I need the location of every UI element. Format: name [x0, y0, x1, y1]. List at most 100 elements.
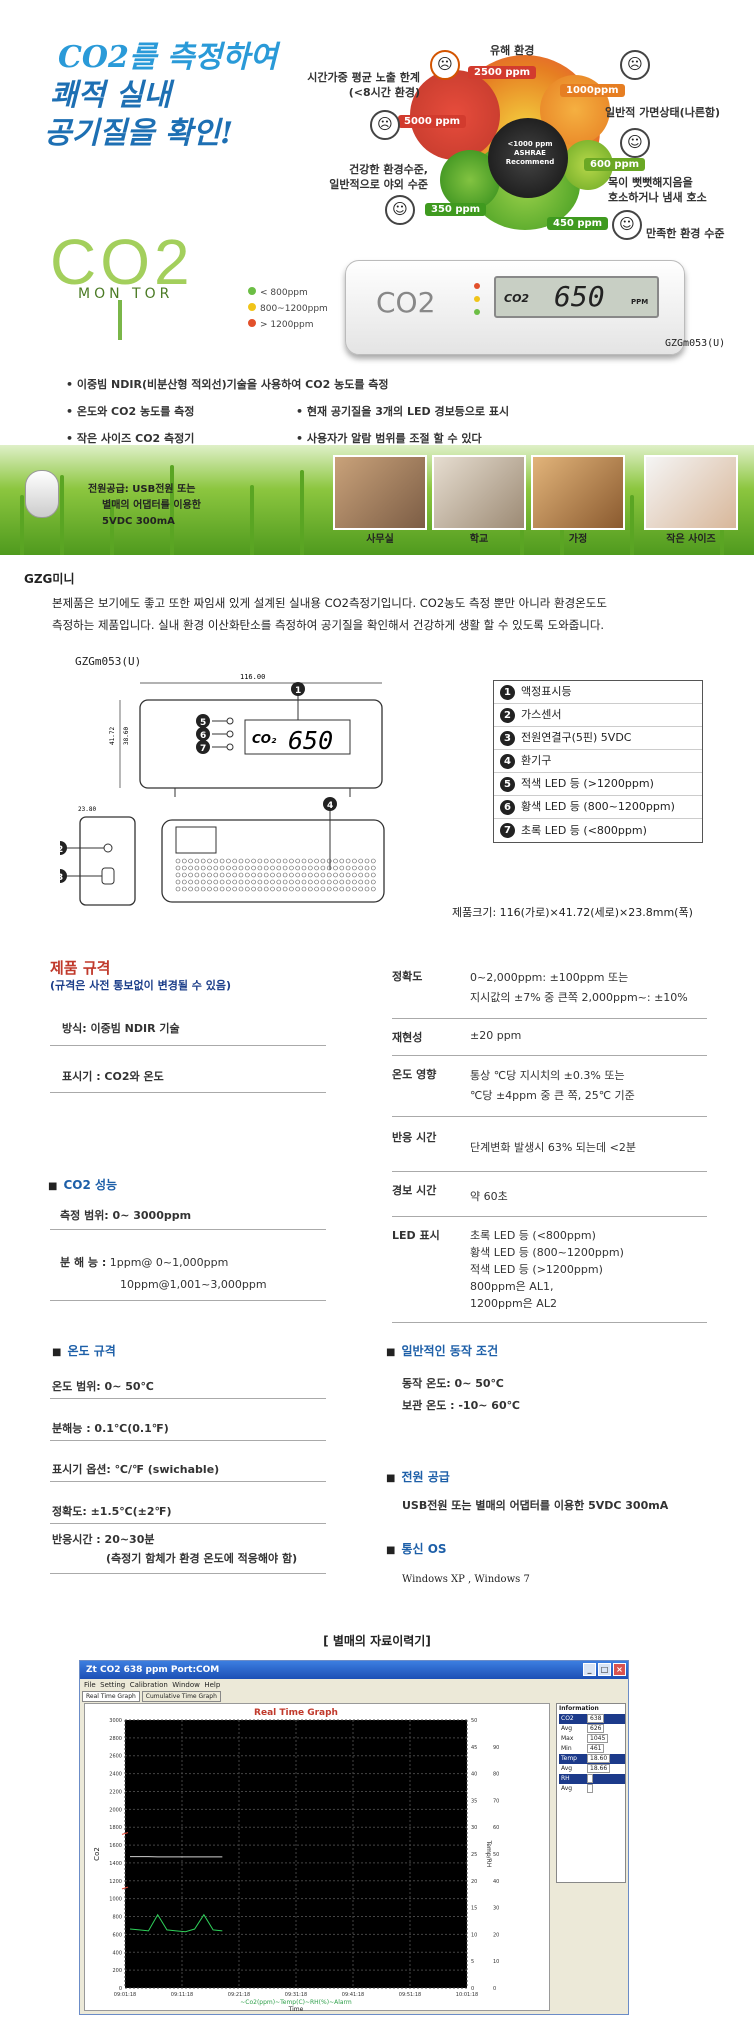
- svg-text:3: 3: [60, 873, 63, 883]
- vent-hole: [213, 886, 219, 892]
- maximize-button[interactable]: □: [598, 1663, 611, 1676]
- power-line-3: 5VDC 300mA: [102, 516, 175, 527]
- vent-hole: [270, 858, 275, 864]
- vent-hole: [320, 858, 326, 864]
- feature-alarm: • 사용자가 알람 범위를 조절 할 수 있다: [296, 432, 482, 445]
- annotation-healthy: 건강한 환경수준, 일반적으로 야외 수준: [329, 163, 428, 191]
- vent-hole: [333, 879, 338, 885]
- y-tick-label: 2400: [109, 1772, 122, 1778]
- menu-window[interactable]: Window: [172, 1681, 200, 1689]
- y2-tick-label: 50: [471, 1718, 477, 1724]
- vent-hole: [213, 879, 219, 885]
- x-tick-label: 10:01:18: [456, 1992, 478, 1998]
- vent-hole: [289, 879, 294, 885]
- menu-calibration[interactable]: Calibration: [129, 1681, 168, 1689]
- os-text: Windows XP , Windows 7: [402, 1574, 530, 1585]
- tab-real-time-graph[interactable]: Real Time Graph: [82, 1691, 140, 1702]
- happy-face-icon: ☺: [385, 195, 415, 225]
- temp-spec-title: 온도 규격: [52, 1342, 115, 1359]
- vent-hole: [245, 858, 250, 864]
- headline-line-3: 공기질을 확인!: [44, 116, 234, 151]
- vent-hole: [339, 886, 345, 892]
- vent-hole: [263, 879, 269, 885]
- vent-hole: [182, 858, 187, 864]
- menu-help[interactable]: Help: [204, 1681, 221, 1689]
- power-supply-title: 전원 공급: [386, 1468, 449, 1485]
- vent-hole: [364, 872, 370, 878]
- vent-hole: [226, 886, 231, 892]
- device-logo: CO2: [376, 286, 436, 319]
- y-tick-label: 600: [112, 1932, 122, 1938]
- photo-office: [333, 455, 427, 530]
- vent-hole: [194, 865, 200, 871]
- vent-hole: [238, 858, 244, 864]
- vent-hole: [289, 865, 294, 871]
- vent-hole: [219, 879, 225, 885]
- photo-caption-small: 작은 사이즈: [666, 534, 716, 545]
- spec-row-alarm: 경보 시간 약 60초: [392, 1172, 707, 1217]
- temp-resolution: 분해능 : 0.1℃(0.1℉): [52, 1422, 169, 1435]
- menu-setting[interactable]: Setting: [100, 1681, 126, 1689]
- vent-hole: [232, 886, 237, 892]
- vent-hole: [175, 865, 181, 871]
- vent-hole: [251, 886, 256, 892]
- vent-hole: [207, 879, 212, 885]
- y3-tick-label: 90: [493, 1745, 499, 1751]
- vent-hole: [263, 872, 269, 878]
- minimize-button[interactable]: _: [583, 1663, 596, 1676]
- vent-hole: [175, 879, 181, 885]
- device-led-green: [474, 309, 480, 315]
- resolution-2: 10ppm@1,001~3,000ppm: [120, 1278, 267, 1291]
- annotation-twa: 시간가중 평균 노출 한계 (<8시간 환경): [307, 71, 420, 99]
- vent-hole: [314, 886, 319, 892]
- product-size: 제품크기: 116(가로)×41.72(세로)×23.8mm(폭): [452, 906, 693, 919]
- vent-hole: [175, 858, 181, 864]
- feature-temp-co2: • 온도와 CO2 농도를 측정: [66, 405, 195, 418]
- vent-hole: [276, 879, 282, 885]
- y2-tick-label: 10: [471, 1932, 477, 1938]
- alarm-marker: [121, 1832, 129, 1835]
- y2-tick-label: 15: [471, 1906, 477, 1912]
- led-legend-yellow: 800~1200ppm: [248, 301, 328, 317]
- vent-hole: [270, 872, 275, 878]
- vent-hole: [339, 872, 345, 878]
- close-button[interactable]: ×: [613, 1663, 626, 1676]
- led-legend-green: < 800ppm: [248, 285, 328, 301]
- vent-hole: [295, 858, 300, 864]
- vent-hole: [345, 872, 351, 878]
- y2-tick-label: 45: [471, 1745, 477, 1751]
- tab-cumulative-graph[interactable]: Cumulative Time Graph: [141, 1691, 221, 1702]
- vent-hole: [257, 865, 263, 871]
- resolution-label: 분 해 능 :: [60, 1256, 107, 1269]
- vent-hole: [219, 865, 225, 871]
- device-lcd: CO2 650 PPM: [494, 276, 659, 318]
- vent-hole: [245, 865, 250, 871]
- led-legend-red: > 1200ppm: [248, 317, 328, 333]
- vent-hole: [232, 879, 237, 885]
- vent-hole: [301, 858, 307, 864]
- lcd-prefix: CO2: [504, 292, 530, 305]
- co2-resolution: 분 해 능 : 1ppm@ 0~1,000ppm 10ppm@1,001~3,0…: [60, 1252, 267, 1296]
- y2-tick-label: 35: [471, 1798, 477, 1804]
- vent-hole: [194, 858, 200, 864]
- temp-display-option: 표시기 옵션: ℃/℉ (swichable): [52, 1463, 220, 1476]
- graph-legend: ~Co2(ppm)~Temp(C)~RH(%)~Alarm: [240, 1999, 352, 2006]
- vent-hole: [352, 865, 357, 871]
- ashrae-center: <1000 ppm ASHRAE Recommend: [495, 140, 565, 167]
- vent-hole: [364, 879, 370, 885]
- vent-hole: [282, 886, 288, 892]
- vent-hole: [345, 865, 351, 871]
- logger-window: Zt CO2 638 ppm Port:COM _ □ × File Setti…: [79, 1660, 629, 2015]
- menu-file[interactable]: File: [84, 1681, 96, 1689]
- vent-hole: [301, 865, 307, 871]
- diagram-model: GZGm053(U): [75, 655, 142, 668]
- vent-hole: [320, 886, 326, 892]
- graph-title: Real Time Graph: [254, 1708, 338, 1718]
- intro-text: 본제품은 보기에도 좋고 또한 짜임새 있게 설계된 실내용 CO2측정기입니다…: [52, 592, 732, 636]
- y3-tick-label: 20: [493, 1932, 499, 1938]
- vent-hole: [207, 865, 212, 871]
